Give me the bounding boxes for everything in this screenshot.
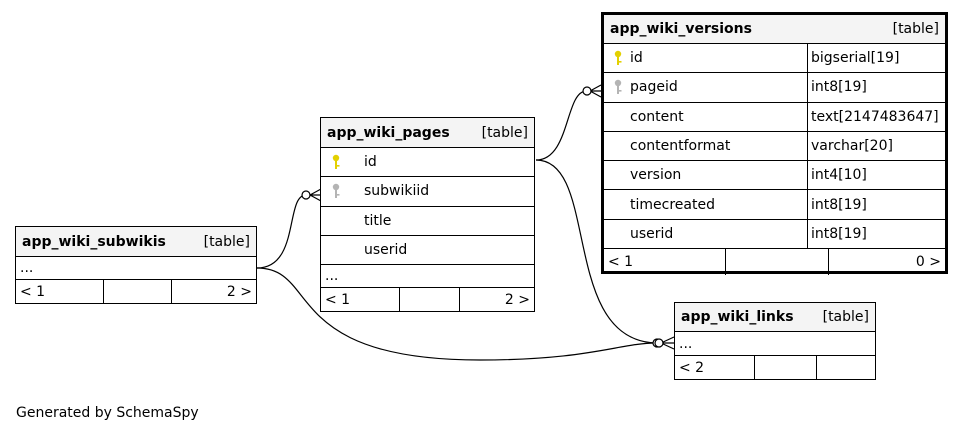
nav-next[interactable]: 0 > bbox=[828, 249, 945, 276]
column-row-version[interactable]: version int4[10] bbox=[604, 161, 945, 191]
column-name: id bbox=[630, 50, 643, 67]
optional-marker-pages bbox=[301, 190, 311, 200]
column-row-userid[interactable]: userid int8[19] bbox=[604, 219, 945, 250]
column-row-id[interactable]: id bigserial[19] bbox=[604, 44, 945, 74]
nav-next[interactable]: 2 > bbox=[171, 280, 256, 303]
crowfoot-pages bbox=[309, 188, 322, 202]
nav-prev[interactable]: < 1 bbox=[20, 283, 46, 300]
foreign-key-icon bbox=[613, 79, 623, 99]
column-name: timecreated bbox=[630, 196, 715, 213]
column-row-title[interactable]: title bbox=[321, 207, 534, 236]
nav-middle bbox=[725, 249, 828, 276]
table-header: app_wiki_pages [table] bbox=[321, 118, 534, 148]
column-type: bigserial[19] bbox=[807, 44, 945, 73]
column-row-content[interactable]: content text[2147483647] bbox=[604, 102, 945, 132]
column-type: int8[19] bbox=[807, 219, 945, 249]
column-row-id[interactable]: id bbox=[321, 148, 534, 178]
nav-prev[interactable]: < 1 bbox=[608, 254, 634, 271]
foreign-key-icon bbox=[331, 183, 341, 203]
column-type: int8[19] bbox=[807, 190, 945, 219]
table-app-wiki-pages[interactable]: app_wiki_pages [table] id subwikiid title u… bbox=[320, 117, 535, 313]
optional-marker-links-b bbox=[654, 338, 664, 348]
table-header: app_wiki_subwikis [table] bbox=[16, 227, 256, 257]
edge-pages-to-versions bbox=[535, 90, 587, 161]
table-name: app_wiki_pages bbox=[327, 124, 450, 141]
column-name: userid bbox=[630, 225, 674, 242]
table-nav: < 1 0 > bbox=[604, 249, 945, 276]
nav-prev[interactable]: < 2 bbox=[679, 359, 705, 376]
column-name: subwikiid bbox=[364, 183, 430, 200]
primary-key-icon bbox=[331, 154, 341, 174]
column-name: userid bbox=[364, 242, 408, 259]
table-header: app_wiki_links [table] bbox=[675, 303, 875, 332]
edge-subwikis-to-pages bbox=[256, 194, 307, 269]
column-name: contentformat bbox=[630, 138, 731, 155]
table-kind: [table] bbox=[892, 21, 939, 37]
table-kind: [table] bbox=[481, 124, 528, 141]
optional-marker-versions bbox=[582, 86, 592, 96]
primary-key-icon bbox=[613, 50, 623, 70]
table-app-wiki-subwikis[interactable]: app_wiki_subwikis [table] ... < 1 2 > bbox=[15, 226, 257, 304]
column-row-timecreated[interactable]: timecreated int8[19] bbox=[604, 190, 945, 220]
edge-pages-to-links bbox=[535, 159, 657, 344]
table-name: app_wiki_links bbox=[681, 309, 794, 325]
table-name: app_wiki_versions bbox=[610, 21, 752, 37]
column-name: pageid bbox=[630, 79, 678, 96]
nav-next[interactable]: 2 > bbox=[459, 288, 534, 313]
table-app-wiki-links[interactable]: app_wiki_links [table] ... < 2 bbox=[674, 302, 876, 380]
more-columns: ... bbox=[321, 265, 534, 289]
column-type: int4[10] bbox=[807, 161, 945, 190]
more-columns: ... bbox=[16, 257, 256, 280]
column-row-subwikiid[interactable]: subwikiid bbox=[321, 177, 534, 207]
column-name: content bbox=[630, 108, 684, 125]
generated-by-label: Generated by SchemaSpy bbox=[16, 405, 199, 421]
column-type: varchar[20] bbox=[807, 131, 945, 161]
nav-prev[interactable]: < 1 bbox=[325, 292, 351, 309]
column-name: title bbox=[364, 212, 392, 229]
nav-middle bbox=[399, 288, 459, 313]
column-row-userid[interactable]: userid bbox=[321, 236, 534, 266]
table-name: app_wiki_subwikis bbox=[22, 233, 166, 250]
edge-subwikis-to-links bbox=[256, 267, 657, 361]
column-name: version bbox=[630, 167, 682, 184]
table-header: app_wiki_versions [table] bbox=[604, 15, 945, 44]
crowfoot-versions bbox=[589, 84, 602, 98]
column-row-contentformat[interactable]: contentformat varchar[20] bbox=[604, 131, 945, 162]
column-type: text[2147483647] bbox=[807, 102, 945, 131]
nav-next[interactable] bbox=[816, 356, 875, 379]
column-type: int8[19] bbox=[807, 73, 945, 102]
table-kind: [table] bbox=[203, 233, 250, 250]
nav-middle bbox=[103, 280, 171, 303]
table-nav: < 1 2 > bbox=[321, 288, 534, 313]
more-columns: ... bbox=[675, 332, 875, 356]
column-row-pageid[interactable]: pageid int8[19] bbox=[604, 73, 945, 103]
column-name: id bbox=[364, 154, 377, 171]
table-kind: [table] bbox=[822, 309, 869, 325]
nav-middle bbox=[754, 356, 816, 379]
table-nav: < 2 bbox=[675, 356, 875, 379]
table-app-wiki-versions[interactable]: app_wiki_versions [table] id bigserial[19… bbox=[601, 12, 948, 276]
table-nav: < 1 2 > bbox=[16, 280, 256, 303]
